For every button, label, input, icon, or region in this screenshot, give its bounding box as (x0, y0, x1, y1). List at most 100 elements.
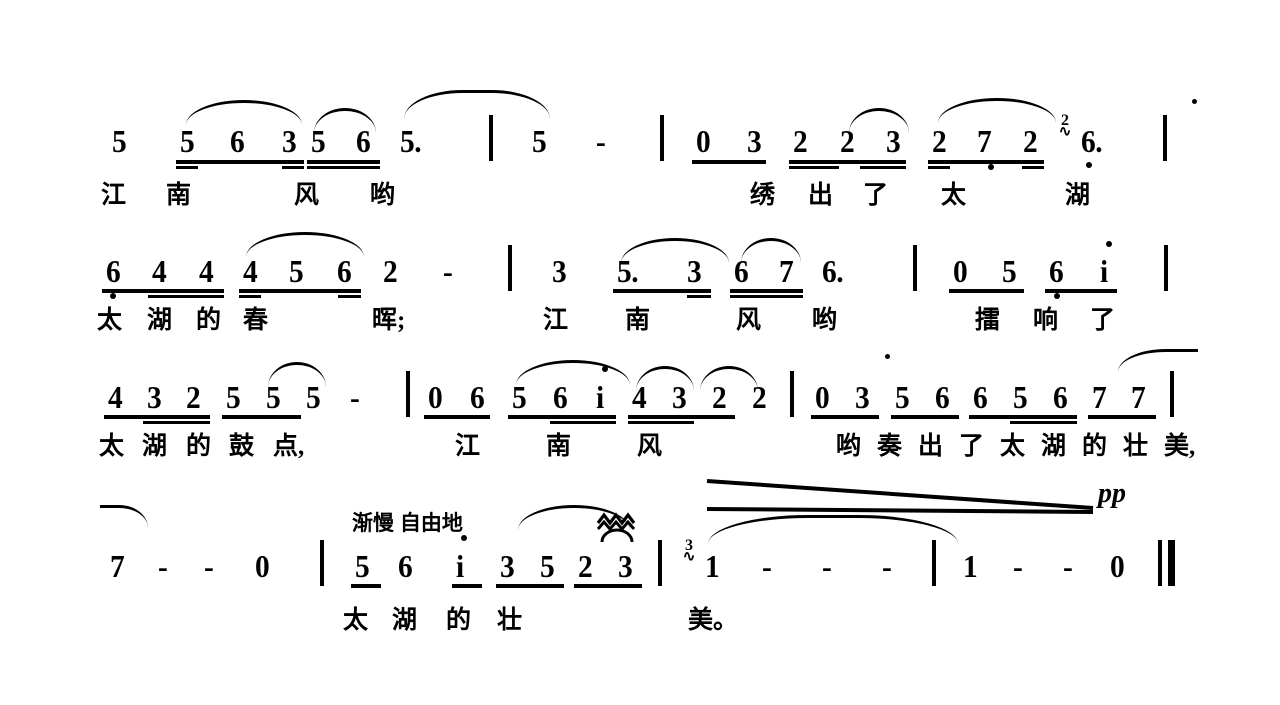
music-system-2: 6 4 4 4 5 6 2 - 3 5. 3 6 7 6. 0 5 6 i (0, 0, 1280, 333)
beam (949, 289, 1024, 293)
lyric: 风 (294, 182, 320, 209)
note: 2 (840, 123, 855, 159)
lyric: 哟 (836, 433, 862, 460)
note: 6 (356, 123, 371, 159)
tie (404, 90, 550, 119)
lyric: 太 (1000, 433, 1026, 460)
note: 4 (199, 253, 214, 289)
note: 6. (822, 253, 844, 289)
note: 5 (355, 548, 370, 584)
tuplet-marker: 2 ∿ (1056, 113, 1074, 140)
note: - (882, 548, 892, 584)
lyric: 江 (543, 307, 569, 334)
scan-speck (1192, 99, 1197, 104)
beam (687, 295, 711, 298)
tie-open (1118, 349, 1198, 372)
diminuendo-hairpin (706, 479, 1094, 514)
octave-dot-low (1054, 293, 1060, 299)
tuplet-marker: 3 ∿ (680, 537, 698, 565)
note: 1 (963, 548, 978, 584)
note: - (158, 548, 168, 584)
note: 3 (886, 123, 901, 159)
lyric: 了 (863, 182, 889, 209)
octave-dot-high (1106, 241, 1112, 247)
note: 3 (618, 548, 633, 584)
lyric: 湖 (392, 607, 418, 634)
lyric: 南 (166, 182, 192, 209)
beam (928, 160, 1044, 164)
note: 5 (311, 123, 326, 159)
note: 5. (400, 123, 422, 159)
beam (891, 415, 959, 419)
note: 4 (243, 253, 258, 289)
lyric: 了 (1090, 307, 1116, 334)
slur (621, 238, 729, 263)
beam (550, 421, 616, 424)
note: 3 (747, 123, 762, 159)
beam (928, 166, 950, 169)
tie (708, 515, 958, 544)
beam (239, 295, 261, 298)
lyric: 南 (625, 307, 651, 334)
barline (660, 115, 664, 161)
beam (574, 584, 642, 588)
slur (246, 232, 364, 257)
beam (239, 289, 361, 293)
note: 2 (793, 123, 808, 159)
tempo-expression: 渐慢 自由地 (352, 512, 463, 535)
note: 2 (186, 379, 201, 415)
beam (811, 415, 879, 419)
lyric: 点, (273, 433, 305, 460)
barline (1163, 115, 1167, 161)
beam (282, 166, 304, 169)
lyric: 风 (637, 433, 663, 460)
note: - (1013, 548, 1023, 584)
note: 1 (705, 548, 720, 584)
note: 6. (1081, 123, 1103, 159)
barline (1164, 245, 1168, 291)
music-system-3: 4 3 2 5 5 5 - 0 6 5 6 i 4 3 2 2 0 3 5 6 … (0, 0, 1280, 459)
lyric: 哟 (812, 307, 838, 334)
note: 5 (895, 379, 910, 415)
beam (307, 160, 380, 164)
beam (338, 295, 361, 298)
beam (176, 166, 198, 169)
octave-dot-low (988, 164, 994, 170)
beam (860, 166, 906, 169)
note: 6 (553, 379, 568, 415)
note: 5 (289, 253, 304, 289)
note: 3 (687, 253, 702, 289)
beam (143, 421, 210, 424)
note: 2 (1023, 123, 1038, 159)
lyric: 奏 (877, 433, 903, 460)
note: - (204, 548, 214, 584)
note: 6 (470, 379, 485, 415)
note: - (822, 548, 832, 584)
slur (516, 360, 630, 385)
lyric: 太 (343, 607, 369, 634)
final-barline-thin (1158, 540, 1162, 586)
beam (730, 289, 803, 293)
lyric: 壮 (497, 607, 523, 634)
music-system-4: pp 渐慢 自由地 7 - - 0 5 6 i 3 5 2 3 (0, 0, 1280, 633)
note: - (596, 123, 606, 159)
note: 5 (112, 123, 127, 159)
note: 5 (180, 123, 195, 159)
tuplet-number: 3 (685, 537, 693, 554)
note: i (1100, 253, 1108, 289)
lyric: 的 (196, 307, 222, 334)
note: 0 (428, 379, 443, 415)
note: - (350, 379, 360, 415)
note: 2 (752, 379, 767, 415)
note: 6 (230, 123, 245, 159)
lyric: 哟 (370, 182, 396, 209)
beam (628, 415, 735, 419)
slur (938, 98, 1056, 123)
note: 5 (532, 123, 547, 159)
tie-open (100, 505, 148, 528)
lyric: 擂 (975, 307, 1001, 334)
lyric: 的 (1082, 433, 1108, 460)
note: 7 (1092, 379, 1107, 415)
note: 7 (110, 548, 125, 584)
